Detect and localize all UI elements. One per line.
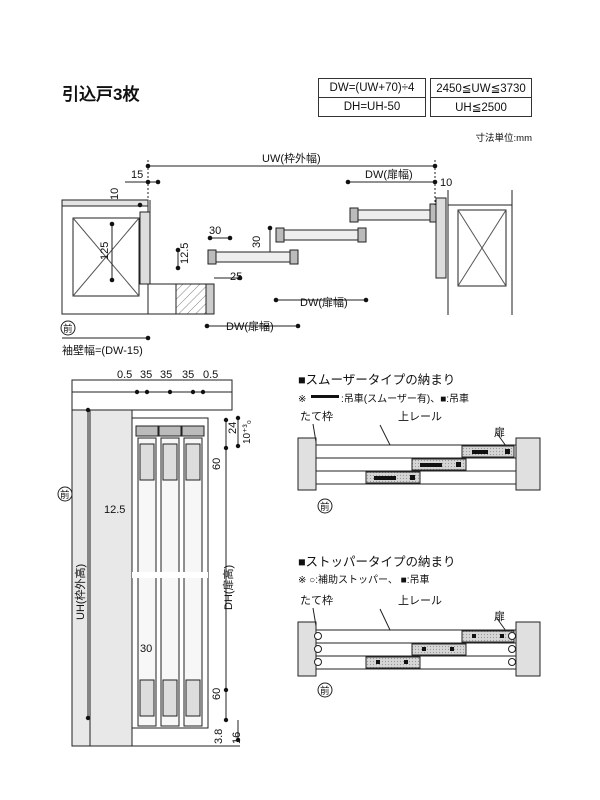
uw-label: UW(枠外幅) <box>262 151 321 165</box>
stopper-front-label: 前 <box>320 685 330 697</box>
elevation-markers <box>85 389 241 743</box>
top-dim-2: 35 <box>140 369 152 381</box>
stopper-door-label: 扉 <box>494 610 505 623</box>
dim-12-5-elev: 12.5 <box>104 504 125 516</box>
top-dim-4: 35 <box>182 369 194 381</box>
smoother-title: ■スムーザータイプの納まり <box>298 373 455 387</box>
uh-label: UH(枠外高) <box>73 564 87 620</box>
dim-24: 24 <box>227 422 239 434</box>
dim-12-5-plan: 12.5 <box>179 243 191 264</box>
smoother-door-label: 扉 <box>494 426 505 439</box>
dw-label-top: DW(扉幅) <box>365 168 413 181</box>
dim-125: 125 <box>99 242 111 260</box>
uw-range: 2450≦UW≦3730 <box>430 78 532 98</box>
dim-15: 15 <box>131 169 143 181</box>
smoother-section: ■スムーザータイプの納まり ※ :吊車(スムーザー有)、■:吊車 たて枠 上レー… <box>297 373 541 514</box>
dim-10-left: 10 <box>109 188 121 200</box>
plan-view <box>61 160 513 339</box>
elevation-labels: 0.5 35 35 35 0.5 24 10⁺³₀ 60 12.5 30 60 … <box>73 369 253 744</box>
top-dim-1: 0.5 <box>117 369 132 381</box>
stopper-title: ■ストッパータイプの納まり <box>298 555 456 569</box>
dim-25: 25 <box>230 271 242 283</box>
dh-label: DH(扉高) <box>221 565 235 610</box>
smoother-front-label: 前 <box>320 501 330 513</box>
dim-60-bottom: 60 <box>211 688 223 700</box>
formula-table: DW=(UW+70)÷4 2450≦UW≦3730 DH=UH-50 UH≦25… <box>318 78 532 117</box>
dw-label-low: DW(扉幅) <box>226 320 274 333</box>
stopper-section: ■ストッパータイプの納まり ※ ○:補助ストッパー、 ■:吊車 <box>297 555 541 698</box>
stopper-frame-label: たて枠 <box>300 593 333 607</box>
smoother-note: :吊車(スムーザー有)、■:吊車 <box>341 392 469 405</box>
smoother-rail-label: 上レール <box>398 410 442 423</box>
dim-10-right: 10 <box>440 177 452 189</box>
top-dim-3: 35 <box>160 369 172 381</box>
dw-label-mid: DW(扉幅) <box>300 296 348 309</box>
smoother-frame-label: たて枠 <box>300 409 333 423</box>
plan-front-mark: 前 <box>60 320 76 336</box>
page-title: 引込戸3枚 <box>62 85 140 104</box>
dim-3-8: 3.8 <box>213 729 225 744</box>
dim-30-b: 30 <box>251 236 263 248</box>
plan-dim-markers <box>109 163 438 341</box>
uh-range: UH≦2500 <box>430 97 532 117</box>
sode-label: 袖壁幅=(DW-15) <box>62 343 143 357</box>
top-dim-5: 0.5 <box>203 369 218 381</box>
dim-16: 16 <box>231 732 243 744</box>
unit-note: 寸法単位:mm <box>475 133 532 144</box>
dim-60-top: 60 <box>211 458 223 470</box>
front-label-plan: 前 <box>63 323 73 335</box>
plan-labels: UW(枠外幅) DW(扉幅) 10 15 10 125 12.5 30 30 2… <box>62 151 452 357</box>
stopper-rail-label: 上レール <box>398 594 442 607</box>
stopper-note: ※ ○:補助ストッパー、 ■:吊車 <box>298 573 429 586</box>
elevation-front-mark: 前 <box>57 486 73 502</box>
dim-30-a: 30 <box>209 225 221 237</box>
front-label-elev: 前 <box>60 489 70 501</box>
smoother-note-prefix: ※ <box>298 394 306 405</box>
elevation-view <box>71 379 240 747</box>
dim-30-elev: 30 <box>140 643 152 655</box>
dh-formula: DH=UH-50 <box>318 97 426 117</box>
dim-10-tol: 10⁺³₀ <box>242 420 253 444</box>
